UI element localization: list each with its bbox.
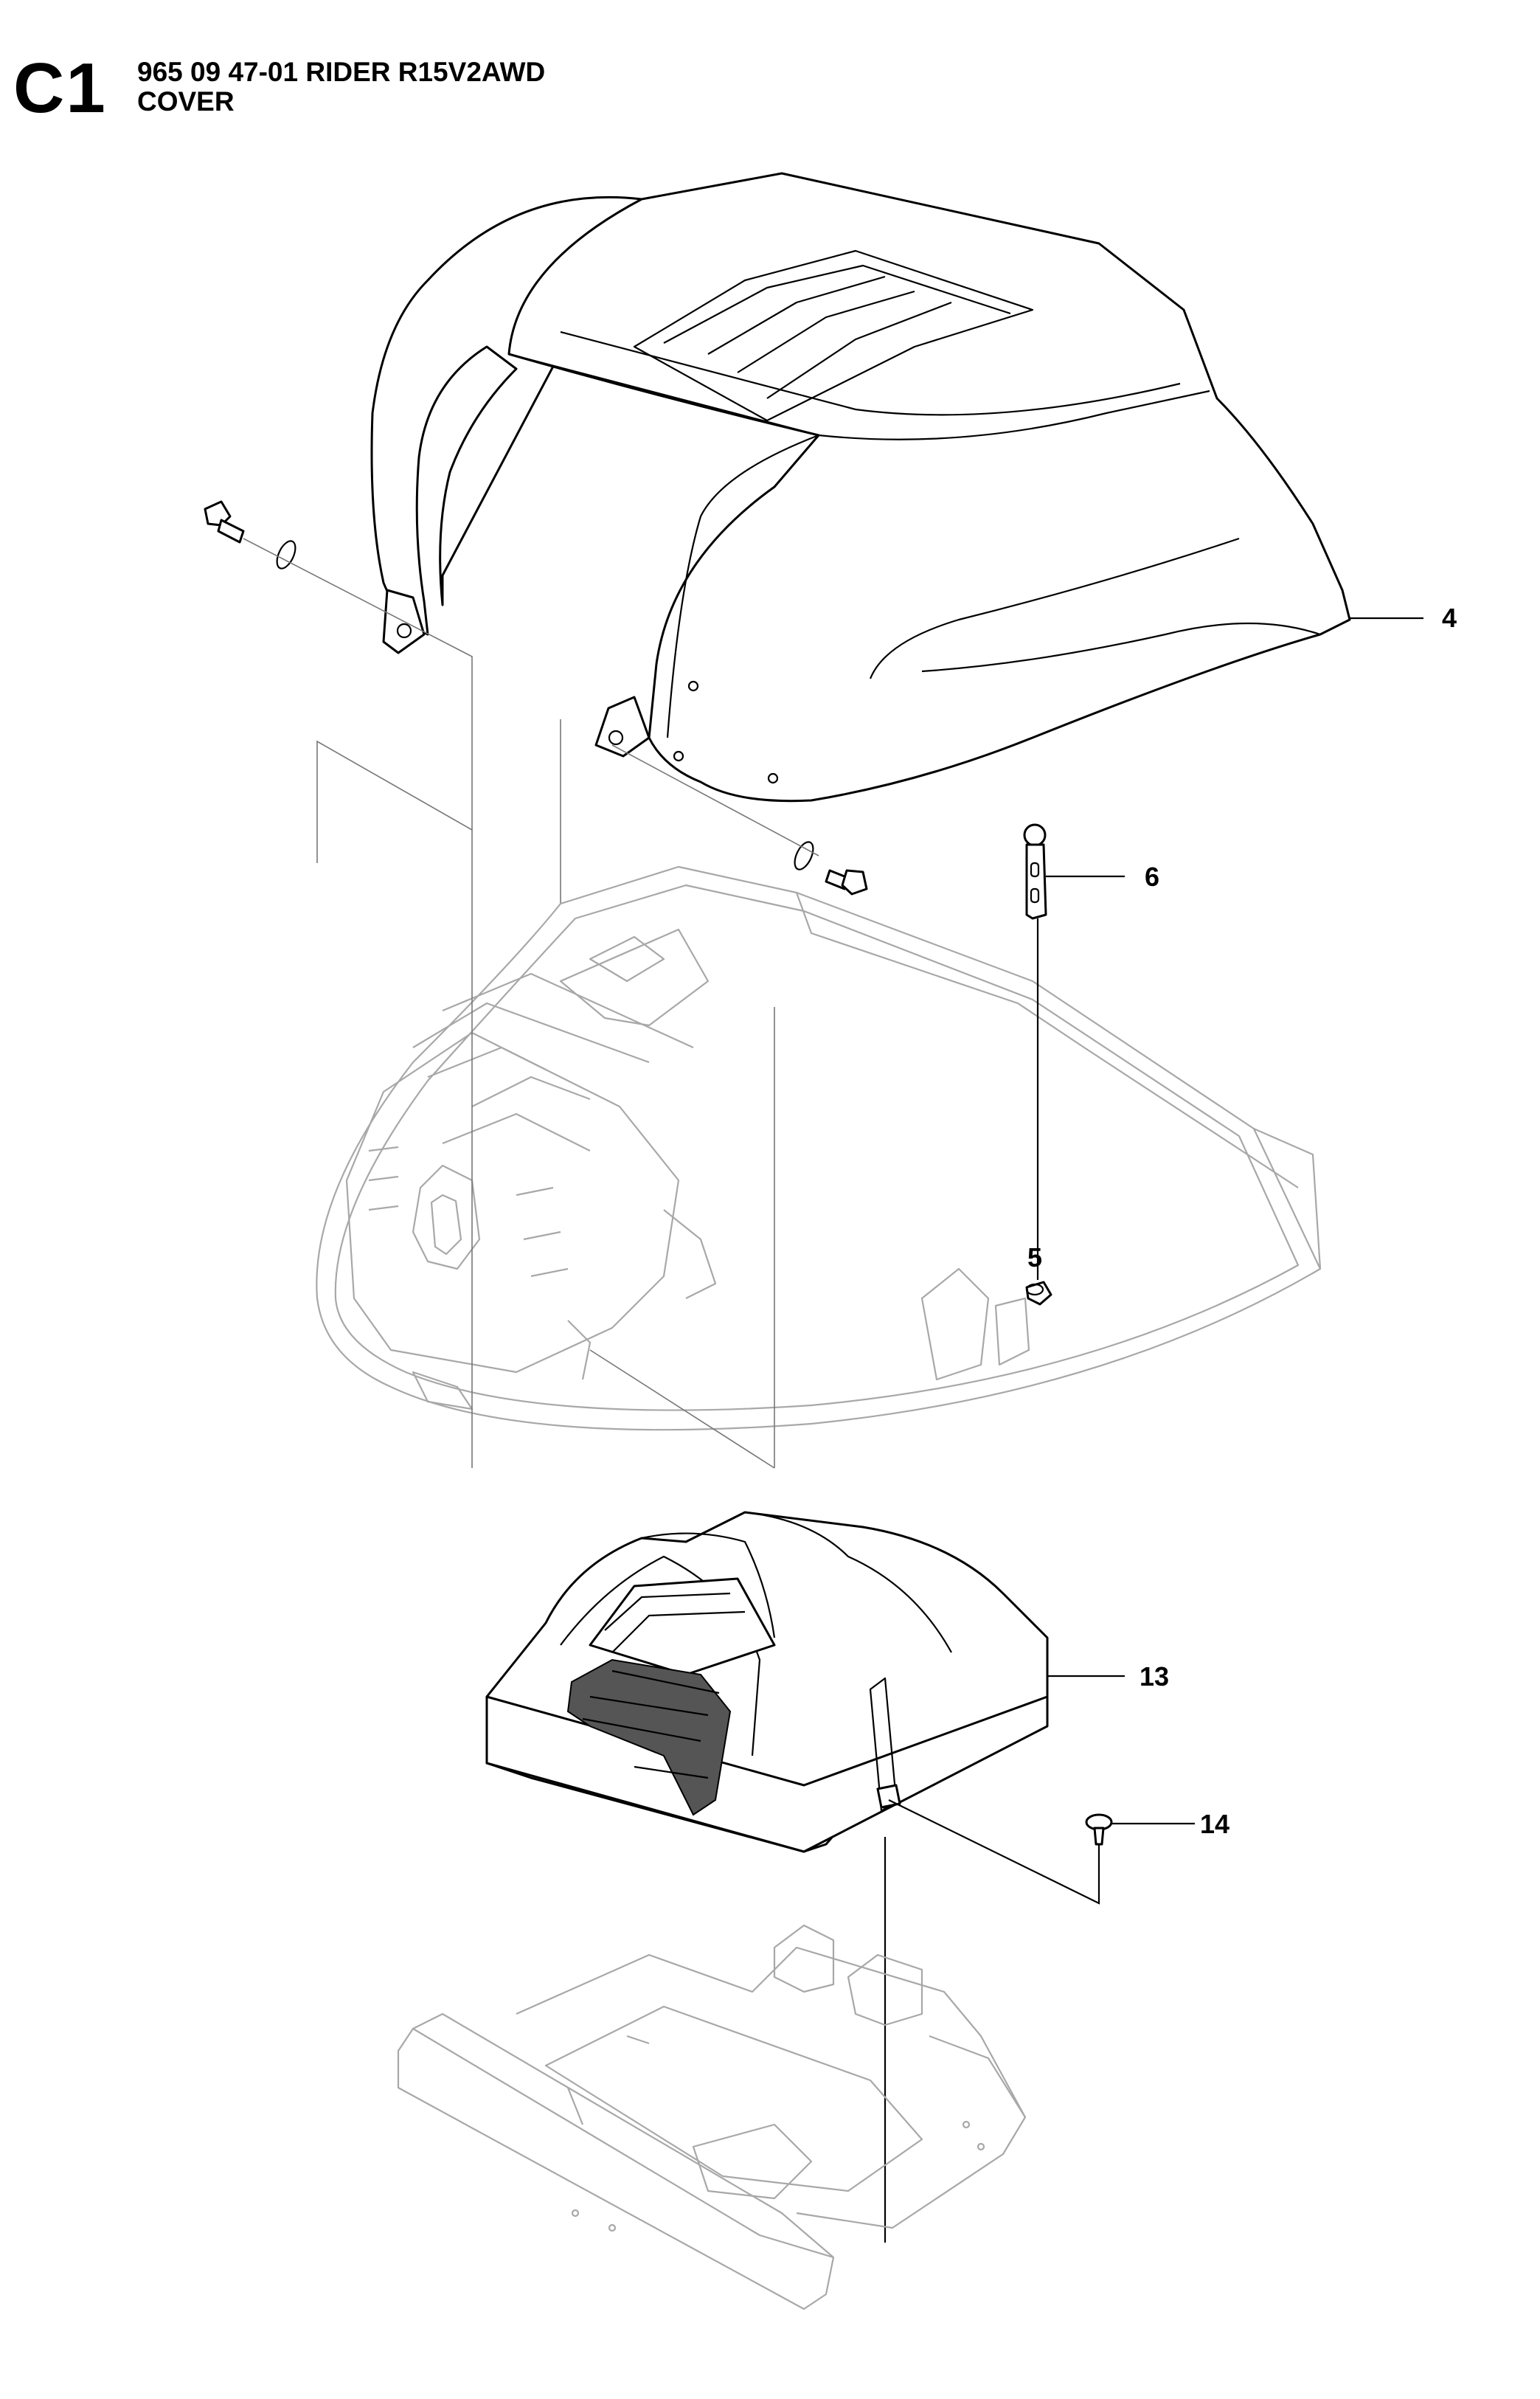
- hood-bolt-left[interactable]: [204, 500, 299, 571]
- bolt-guide-left: [243, 538, 473, 863]
- section-code: C1: [13, 49, 107, 128]
- group-name: COVER: [137, 86, 235, 117]
- hood-cover-part[interactable]: [370, 172, 1351, 803]
- frame-guide: [471, 830, 775, 1469]
- screw-guide-line: [888, 1799, 1100, 1905]
- chassis-frame-ghost: [316, 865, 1322, 1431]
- lower-chassis-ghost: [397, 1924, 1027, 2310]
- bolt-guide-right: [560, 719, 819, 904]
- screw-part[interactable]: [1085, 1813, 1113, 1846]
- callout-13[interactable]: 13: [1140, 1661, 1169, 1692]
- engine-cover-part[interactable]: [485, 1511, 1049, 1853]
- model-line: 965 09 47-01 RIDER R15V2AWD: [137, 57, 546, 87]
- engine-cover-grille: [566, 1658, 732, 1816]
- callout-5[interactable]: 5: [1027, 1242, 1042, 1273]
- header-title-block: 965 09 47-01 RIDER R15V2AWD COVER: [137, 58, 545, 117]
- hood-bolt-right[interactable]: [791, 840, 868, 896]
- latch-knob-part[interactable]: [1025, 1281, 1052, 1306]
- latch-strap-part[interactable]: [1023, 823, 1047, 920]
- callout-6[interactable]: 6: [1145, 862, 1159, 892]
- callout-4[interactable]: 4: [1442, 603, 1457, 633]
- callout-14[interactable]: 14: [1200, 1809, 1229, 1839]
